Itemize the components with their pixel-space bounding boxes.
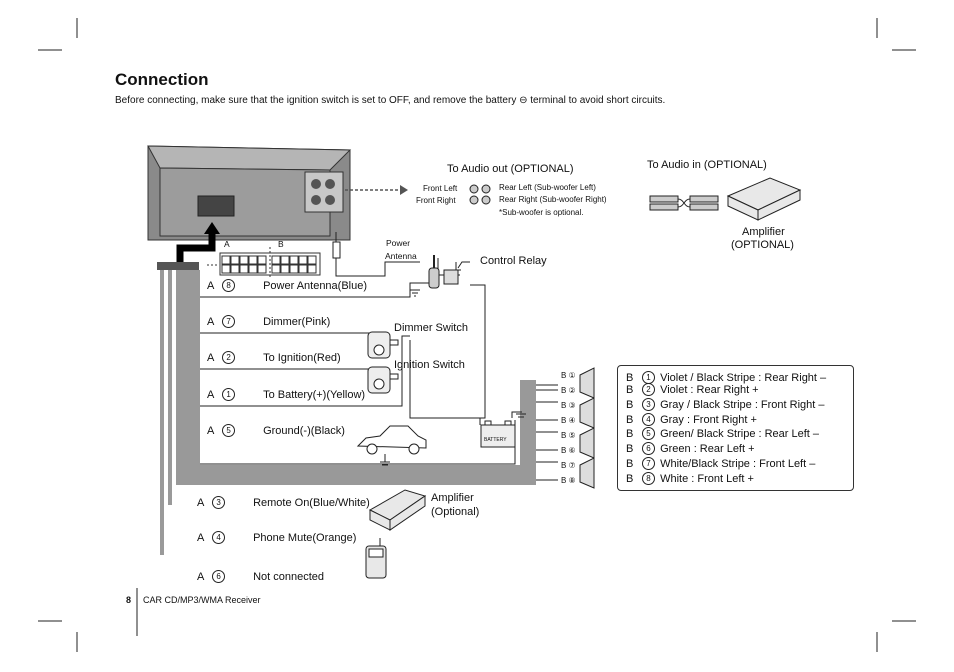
b-tag: B ⑧ — [561, 476, 576, 485]
amplifier-icon — [368, 489, 427, 531]
b-tag: B ③ — [561, 401, 576, 410]
amp-optional-label-1: Amplifier — [431, 492, 474, 504]
dimmer-switch-label: Dimmer Switch — [394, 322, 468, 334]
power-antenna-line2: Antenna — [385, 251, 417, 261]
rear-left-label: Rear Left (Sub-woofer Left) — [499, 183, 596, 192]
b-tag: B ④ — [561, 416, 576, 425]
footer-text: CAR CD/MP3/WMA Receiver — [143, 595, 261, 605]
connector-a-label: A — [224, 239, 230, 249]
audio-in-title: To Audio in (OPTIONAL) — [647, 159, 767, 171]
amplifier-optional-icon — [726, 177, 802, 221]
connector-b-label: B — [278, 239, 284, 249]
rear-right-label: Rear Right (Sub-woofer Right) — [499, 195, 607, 204]
speakers — [579, 367, 595, 489]
b-tag: B ① — [561, 371, 576, 380]
amp-optional-line1: Amplifier — [742, 226, 785, 238]
b-tag: B ② — [561, 386, 576, 395]
b-tag: B ⑦ — [561, 461, 576, 470]
ignition-switch-label: Ignition Switch — [394, 359, 465, 371]
b-tag: B ⑥ — [561, 446, 576, 455]
head-unit-illustration — [147, 145, 352, 241]
battery-label: BATTERY — [484, 437, 507, 443]
b-tag: B ⑤ — [561, 431, 576, 440]
amp-optional-label-2: (Optional) — [431, 506, 480, 518]
battery-icon — [480, 420, 516, 448]
audio-out-title: To Audio out (OPTIONAL) — [447, 163, 574, 175]
control-relay-label: Control Relay — [480, 255, 547, 267]
front-right-label: Front Right — [416, 196, 456, 205]
amp-optional-line2: (OPTIONAL) — [731, 239, 794, 251]
ignition-switch-icon — [367, 366, 399, 394]
page-title: Connection — [115, 70, 209, 89]
page-number: 8 — [126, 595, 132, 605]
dimmer-switch-icon — [367, 331, 399, 359]
subwoofer-note: *Sub-woofer is optional. — [499, 208, 584, 217]
phone-icon — [365, 538, 387, 579]
front-left-label: Front Left — [423, 184, 458, 193]
power-antenna-line1: Power — [386, 238, 411, 248]
car-icon — [356, 425, 427, 466]
intro-text: Before connecting, make sure that the ig… — [115, 95, 666, 106]
